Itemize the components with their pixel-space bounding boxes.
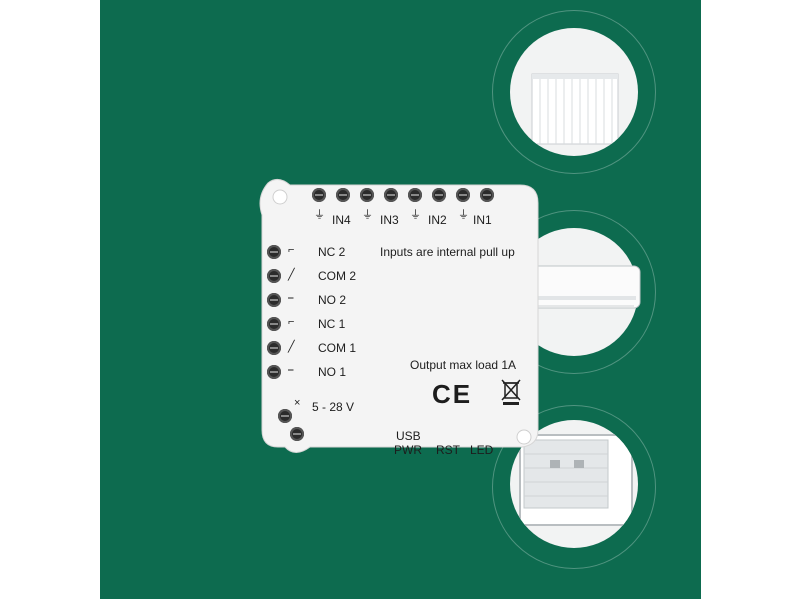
ground-symbol-icon: ⏚: [410, 209, 421, 221]
terminal-screw: [267, 269, 281, 283]
terminal-screw: [267, 245, 281, 259]
inputs-note: Inputs are internal pull up: [380, 245, 515, 259]
green-background-panel: ⏚ ⏚ ⏚ ⏚ IN4 IN3 IN2 IN1 Inputs are inter…: [100, 0, 701, 599]
terminal-screw: [290, 427, 304, 441]
terminal-screw: [336, 188, 350, 202]
input-label: IN2: [428, 213, 447, 227]
relay-module: ⏚ ⏚ ⏚ ⏚ IN4 IN3 IN2 IN1 Inputs are inter…: [250, 175, 540, 460]
ground-symbol-icon: ⏚: [458, 209, 469, 221]
terminal-screw: [360, 188, 374, 202]
terminal-screw: [384, 188, 398, 202]
terminal-screw: [267, 293, 281, 307]
ground-symbol-icon: ⏚: [314, 209, 325, 221]
switch-contact-icon: ⎯: [288, 292, 294, 304]
relay-label: NC 2: [318, 245, 346, 259]
weee-bin-icon: [501, 379, 521, 405]
terminal-screw: [456, 188, 470, 202]
ce-mark: CE: [432, 379, 473, 409]
radiator-ring: [492, 10, 656, 174]
rst-label: RST: [436, 443, 460, 457]
relay-label: NC 1: [318, 317, 346, 331]
switch-contact-icon: ⎯: [288, 364, 294, 376]
input-label: IN1: [473, 213, 492, 227]
terminal-screw: [278, 409, 292, 423]
terminal-screw: [312, 188, 326, 202]
power-marker-icon: ×: [294, 397, 301, 409]
terminal-screw: [267, 317, 281, 331]
switch-contact-icon: ⌐: [288, 316, 295, 328]
switch-contact-icon: ╱: [288, 341, 295, 353]
radiator-icon: [531, 73, 619, 145]
switch-contact-icon: ⌐: [288, 244, 295, 256]
terminal-screw: [267, 341, 281, 355]
window-blind-icon: [519, 434, 633, 526]
pwr-label: PWR: [394, 443, 422, 457]
ground-symbol-icon: ⏚: [362, 209, 373, 221]
relay-label: COM 2: [318, 269, 357, 283]
terminal-screw: [408, 188, 422, 202]
relay-label: COM 1: [318, 341, 357, 355]
module-body: [259, 179, 539, 453]
led-label: LED: [470, 443, 494, 457]
relay-label: NO 2: [318, 293, 347, 307]
relay-label: NO 1: [318, 365, 347, 379]
radiator-disc: [510, 28, 638, 156]
input-label: IN4: [332, 213, 351, 227]
terminal-screw: [267, 365, 281, 379]
input-label: IN3: [380, 213, 399, 227]
power-label: 5 - 28 V: [312, 400, 355, 414]
usb-label: USB: [396, 429, 421, 443]
blind-ring: [492, 405, 656, 569]
output-note: Output max load 1A: [410, 358, 517, 372]
terminal-screw: [480, 188, 494, 202]
switch-contact-icon: ╱: [288, 269, 295, 281]
terminal-screw: [432, 188, 446, 202]
